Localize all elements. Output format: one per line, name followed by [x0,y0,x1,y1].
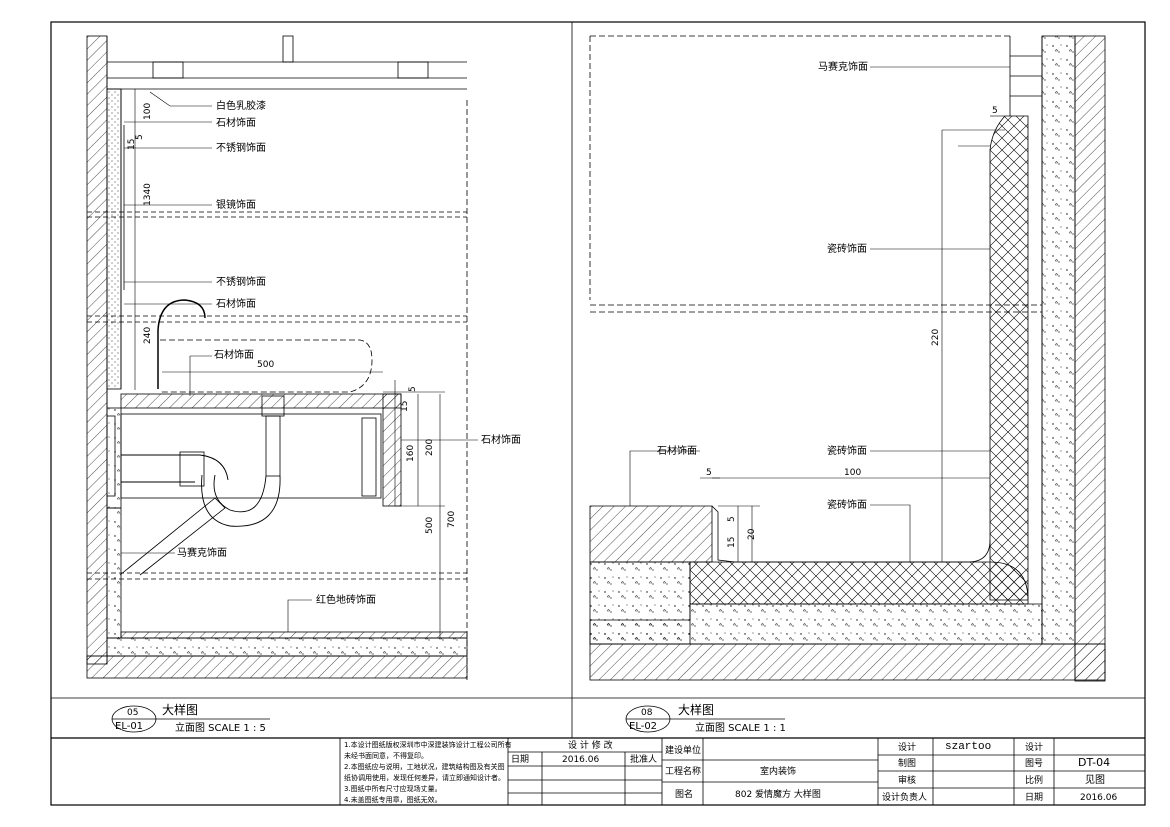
note-line-6: 4.未盖图纸专用章，图纸无效。 [344,795,442,804]
left-title-name: 大样图 [162,702,198,717]
dim-5-r: 5 [408,386,418,392]
approver-label: 批准人 [630,753,657,765]
dim-r-20: 20 [747,528,757,540]
left-title-number: 05 [127,708,138,718]
left-labels: 白色乳胶漆 石材饰面 不锈钢饰面 银镜饰面 不锈钢饰面 石材饰面 石材饰面 石材… [177,99,521,606]
date-value-2: 2016.06 [1080,793,1117,803]
note-line-4: 纸协调用使用，发现任何差异，请立即通知设计者。 [344,773,505,782]
dim-15: 15 [127,139,137,150]
label-r-tile-1: 瓷砖饰面 [827,242,867,255]
label-steel-2: 不锈钢饰面 [216,275,266,288]
note-line-5: 3.图纸中所有尺寸应现场丈量。 [344,784,442,793]
right-title-number: 08 [641,708,653,718]
draw-label: 制图 [898,757,916,769]
lead-label: 设计负责人 [882,791,927,803]
date-value: 2016.06 [562,755,599,765]
dim-200: 200 [425,439,435,456]
right-title [625,705,785,733]
project-value: 室内装饰 [760,765,796,777]
dim-500-v: 500 [425,517,435,534]
design-label-2: 设计 [1025,741,1043,753]
right-title-sheet: EL-02 [629,721,657,732]
left-detail [86,35,478,680]
dim-r-220: 220 [931,329,941,346]
right-detail [589,35,1106,682]
drawing-value: 802 爱情魔方 大样图 [735,788,821,800]
right-labels: 马赛克饰面 瓷砖饰面 瓷砖饰面 瓷砖饰面 石材饰面 [657,60,868,511]
sheet-frame [50,21,1146,806]
client-label: 建设单位 [665,744,701,756]
note-line-2: 未经书面同意，不得复印。 [344,751,428,760]
title-block-fields: 设 计 修 改 日期 2016.06 批准人 建设单位 工程名称 室内装饰 图名… [511,739,1117,803]
label-latex-paint: 白色乳胶漆 [216,99,266,112]
label-r-mosaic: 马赛克饰面 [818,60,868,73]
dim-5: 5 [135,134,145,140]
label-r-tile-2: 瓷砖饰面 [827,444,867,457]
label-steel-1: 不锈钢饰面 [216,141,266,154]
dim-15-r: 15 [400,401,410,412]
scale-value: 见图 [1085,774,1105,786]
left-title [111,705,270,733]
title-block-grid [339,738,1145,805]
label-stone-2: 石材饰面 [216,297,256,310]
label-stone-1: 石材饰面 [216,116,256,129]
left-title-sub: 立面图 SCALE 1 : 5 [175,721,266,734]
drawing-label: 图名 [675,788,693,800]
scale-label: 比例 [1025,774,1043,786]
dim-160: 160 [406,445,416,462]
dim-r-15: 15 [727,537,737,548]
right-title-sub: 立面图 SCALE 1 : 1 [695,721,786,734]
dim-500-h: 500 [257,360,274,370]
sheet-no-value: DT-04 [1078,756,1110,769]
project-label: 工程名称 [665,765,701,777]
right-dimensions: 5 220 100 5 5 15 20 [706,106,998,548]
left-dimensions: 100 5 15 1340 240 500 5 15 160 200 500 7… [127,103,457,534]
review-label: 审核 [898,774,916,786]
label-mosaic: 马赛克饰面 [177,546,227,559]
right-title-name: 大样图 [678,702,714,717]
date-label: 日期 [511,754,529,765]
title-block-notes: 1.本设计图纸版权深圳市中深建装饰设计工程公司所有 未经书面同意，不得复印。 2… [344,740,512,804]
label-r-stone: 石材饰面 [657,444,697,457]
label-r-tile-3: 瓷砖饰面 [827,498,867,511]
dim-r-5-top: 5 [992,106,998,116]
dim-240: 240 [143,327,153,344]
design-label: 设计 [898,741,916,753]
label-mirror: 银镜饰面 [216,198,256,211]
label-stone-4: 石材饰面 [481,433,521,446]
sheet-no-label: 图号 [1025,758,1043,769]
revision-header: 设 计 修 改 [568,739,613,751]
dim-700: 700 [447,511,457,528]
dim-100: 100 [143,103,153,120]
dim-r-5-bottom: 5 [706,468,712,478]
dim-r-100: 100 [844,468,861,478]
note-line-3: 2.本图纸应与说明，工地状况，建筑结构图及有关图 [344,762,505,771]
label-red-floor-tile: 红色地砖饰面 [316,593,376,606]
left-title-sheet: EL-01 [115,721,143,732]
note-line-1: 1.本设计图纸版权深圳市中深建装饰设计工程公司所有 [344,740,512,749]
designer-value: szartoo [945,741,991,753]
date-label-2: 日期 [1025,792,1043,803]
label-stone-3: 石材饰面 [214,348,254,361]
dim-1340: 1340 [143,183,153,206]
dim-r-5-small: 5 [727,516,737,522]
